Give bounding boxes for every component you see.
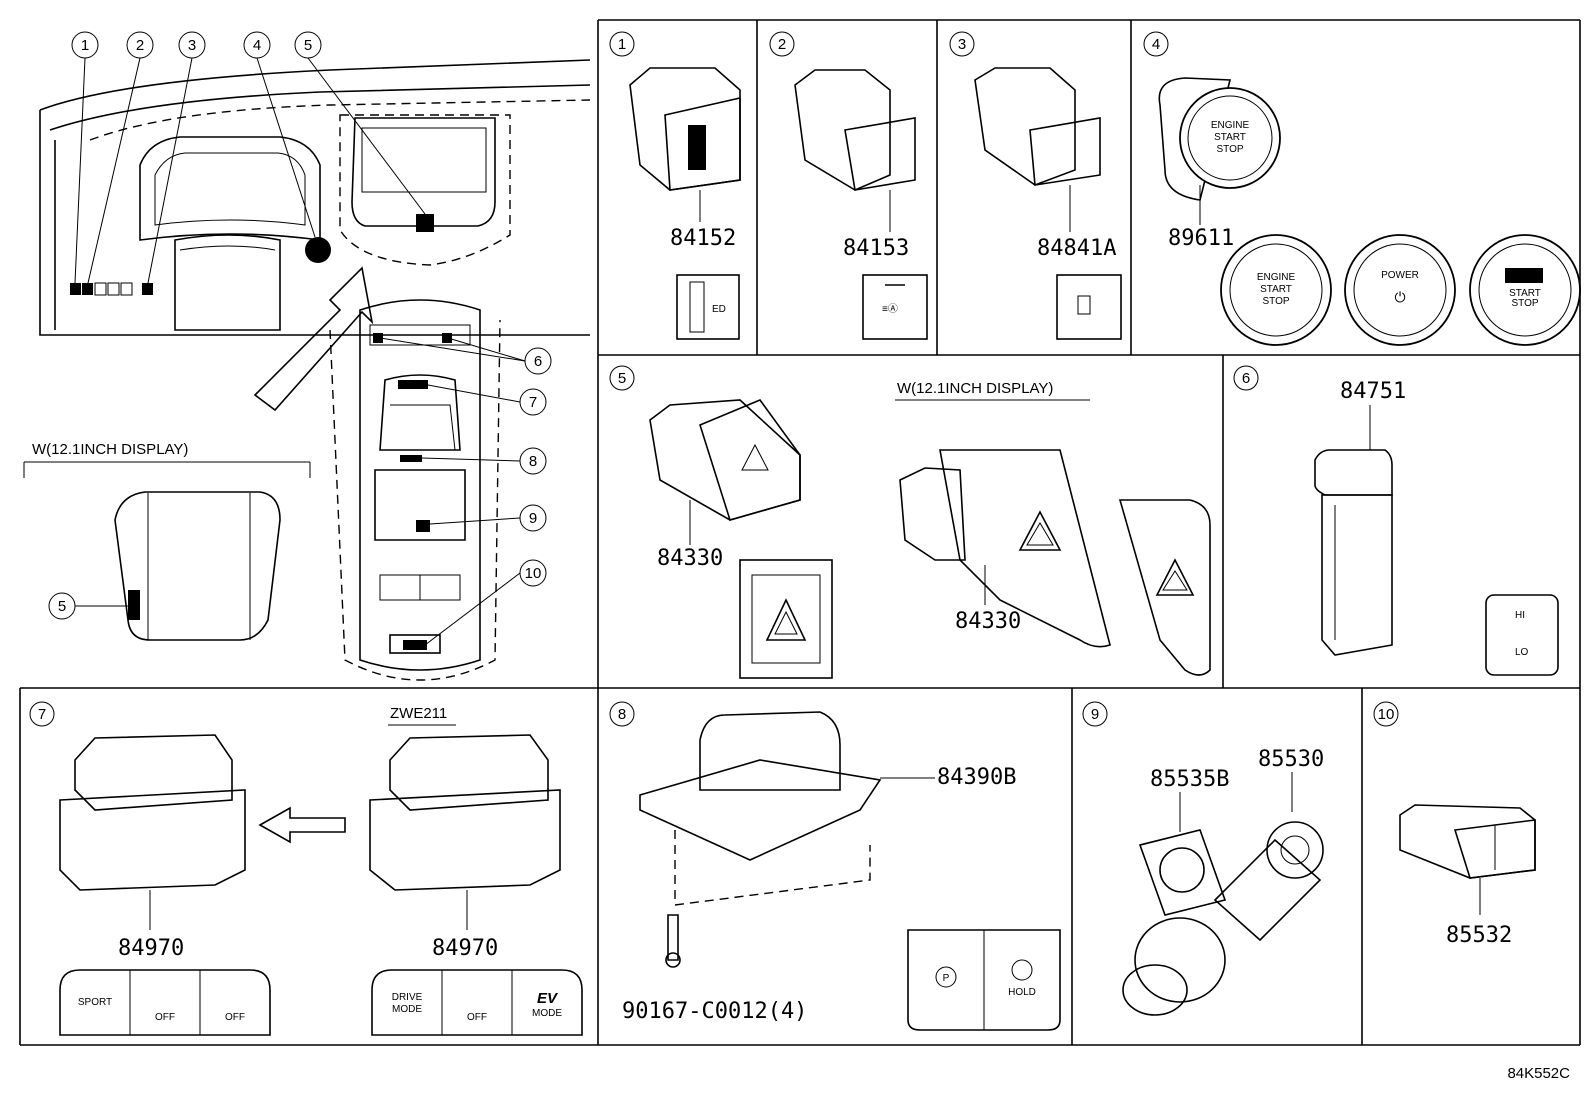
panel-1-callout: 1	[618, 36, 626, 53]
panel-3-callout: 3	[958, 36, 966, 53]
panel-8-callout: 8	[618, 706, 626, 723]
panel-9: 9 85535B 85530	[1082, 701, 1324, 1016]
diagram-code: 84K552C	[1507, 1065, 1570, 1082]
p4-main-line1: ENGINE	[1211, 120, 1250, 131]
panel-7-part-b: 84970	[432, 936, 498, 961]
panel-10-part: 85532	[1446, 923, 1512, 948]
panel-8-part: 84390B	[937, 765, 1016, 790]
left-btn-sport: SPORT	[78, 997, 112, 1008]
callout-6: 6	[534, 353, 542, 370]
panel-5-display-label: W(12.1INCH DISPLAY)	[897, 380, 1053, 397]
panel-5-callout: 5	[618, 370, 626, 387]
panel-1: 1 84152 ED	[609, 31, 741, 340]
svg-text:P: P	[943, 973, 950, 984]
p4-v1-line1: ENGINE	[1257, 272, 1296, 283]
panel-4: 4 ENGINE START STOP 89611 ENGINE START S…	[1143, 31, 1581, 346]
panel-7-callout: 7	[38, 706, 46, 723]
p4-v1-line3: STOP	[1262, 296, 1289, 307]
panel-10-callout: 10	[1378, 706, 1395, 723]
p4-main-line2: START	[1214, 132, 1246, 143]
panel-8: 8 84390B 90167-C0012(4) P HOLD	[609, 701, 1061, 1031]
p4-v3-line1: START	[1509, 288, 1541, 299]
right-btn-ev: EV	[537, 990, 559, 1007]
panel-borders	[19, 19, 1581, 1046]
right-btn-drive: DRIVE	[392, 992, 423, 1003]
p4-v3-line2: STOP	[1511, 298, 1538, 309]
panel-5-part-a: 84330	[657, 546, 723, 571]
seat-heat-hi: HI	[1515, 610, 1525, 621]
right-btn-off: OFF	[467, 1012, 487, 1023]
p4-main-line3: STOP	[1216, 144, 1243, 155]
panel-6: 6 84751 HI LO	[1233, 365, 1559, 676]
panel-4-callout: 4	[1152, 36, 1160, 53]
right-btn-ev-mode: MODE	[532, 1008, 562, 1019]
p4-v2-line1: POWER	[1381, 270, 1419, 281]
right-btn-mode: MODE	[392, 1004, 422, 1015]
overview-callouts: 1 2 3 4 5 6 7 8 9 10 5 W(12.1INCH DISPLA…	[32, 31, 552, 620]
callout-5: 5	[304, 37, 312, 54]
left-btn-off-1: OFF	[155, 1012, 175, 1023]
panel-3-part: 84841A	[1037, 236, 1116, 261]
panel-9-part-b: 85530	[1258, 747, 1324, 772]
panel-3: 3 84841A	[949, 31, 1122, 340]
panel-10: 10 85532	[1373, 701, 1536, 948]
hold-label: HOLD	[1008, 987, 1036, 998]
panel-6-part: 84751	[1340, 379, 1406, 404]
inset-callout-5: 5	[58, 598, 66, 615]
panel-5-part-b: 84330	[955, 609, 1021, 634]
panel-7: 7 ZWE211 84970 84970 SPORT OFF OFF DRIVE…	[29, 701, 583, 1036]
callout-7: 7	[529, 394, 537, 411]
left-btn-off-2: OFF	[225, 1012, 245, 1023]
panel-9-part-a: 85535B	[1150, 767, 1229, 792]
panel-2-callout: 2	[778, 36, 786, 53]
panel-4-part: 89611	[1168, 226, 1234, 251]
panel-7-variant: ZWE211	[390, 705, 447, 722]
panel-6-callout: 6	[1242, 370, 1250, 387]
callout-3: 3	[188, 37, 196, 54]
callout-2: 2	[136, 37, 144, 54]
panel-7-part-a: 84970	[118, 936, 184, 961]
panel-8-bolt: 90167-C0012(4)	[622, 999, 807, 1024]
seat-heat-lo: LO	[1515, 647, 1529, 658]
svg-text:≡Ⓐ: ≡Ⓐ	[882, 303, 898, 315]
panel-9-callout: 9	[1091, 706, 1099, 723]
overview-display-label: W(12.1INCH DISPLAY)	[32, 441, 188, 458]
panel-2-part: 84153	[843, 236, 909, 261]
p4-v1-line2: START	[1260, 284, 1292, 295]
callout-10: 10	[525, 565, 542, 582]
callout-4: 4	[253, 37, 261, 54]
panel-5: 5 84330 W(12.1INCH DISPLAY) 84330	[609, 365, 1211, 679]
dashboard-overview	[23, 57, 591, 681]
callout-9: 9	[529, 510, 537, 527]
power-icon: ⏻	[1394, 289, 1405, 305]
callout-8: 8	[529, 453, 537, 470]
panel-1-part: 84152	[670, 226, 736, 251]
svg-text:ED: ED	[712, 304, 726, 315]
panel-2: 2 84153 ≡Ⓐ	[769, 31, 928, 340]
callout-1: 1	[81, 37, 89, 54]
